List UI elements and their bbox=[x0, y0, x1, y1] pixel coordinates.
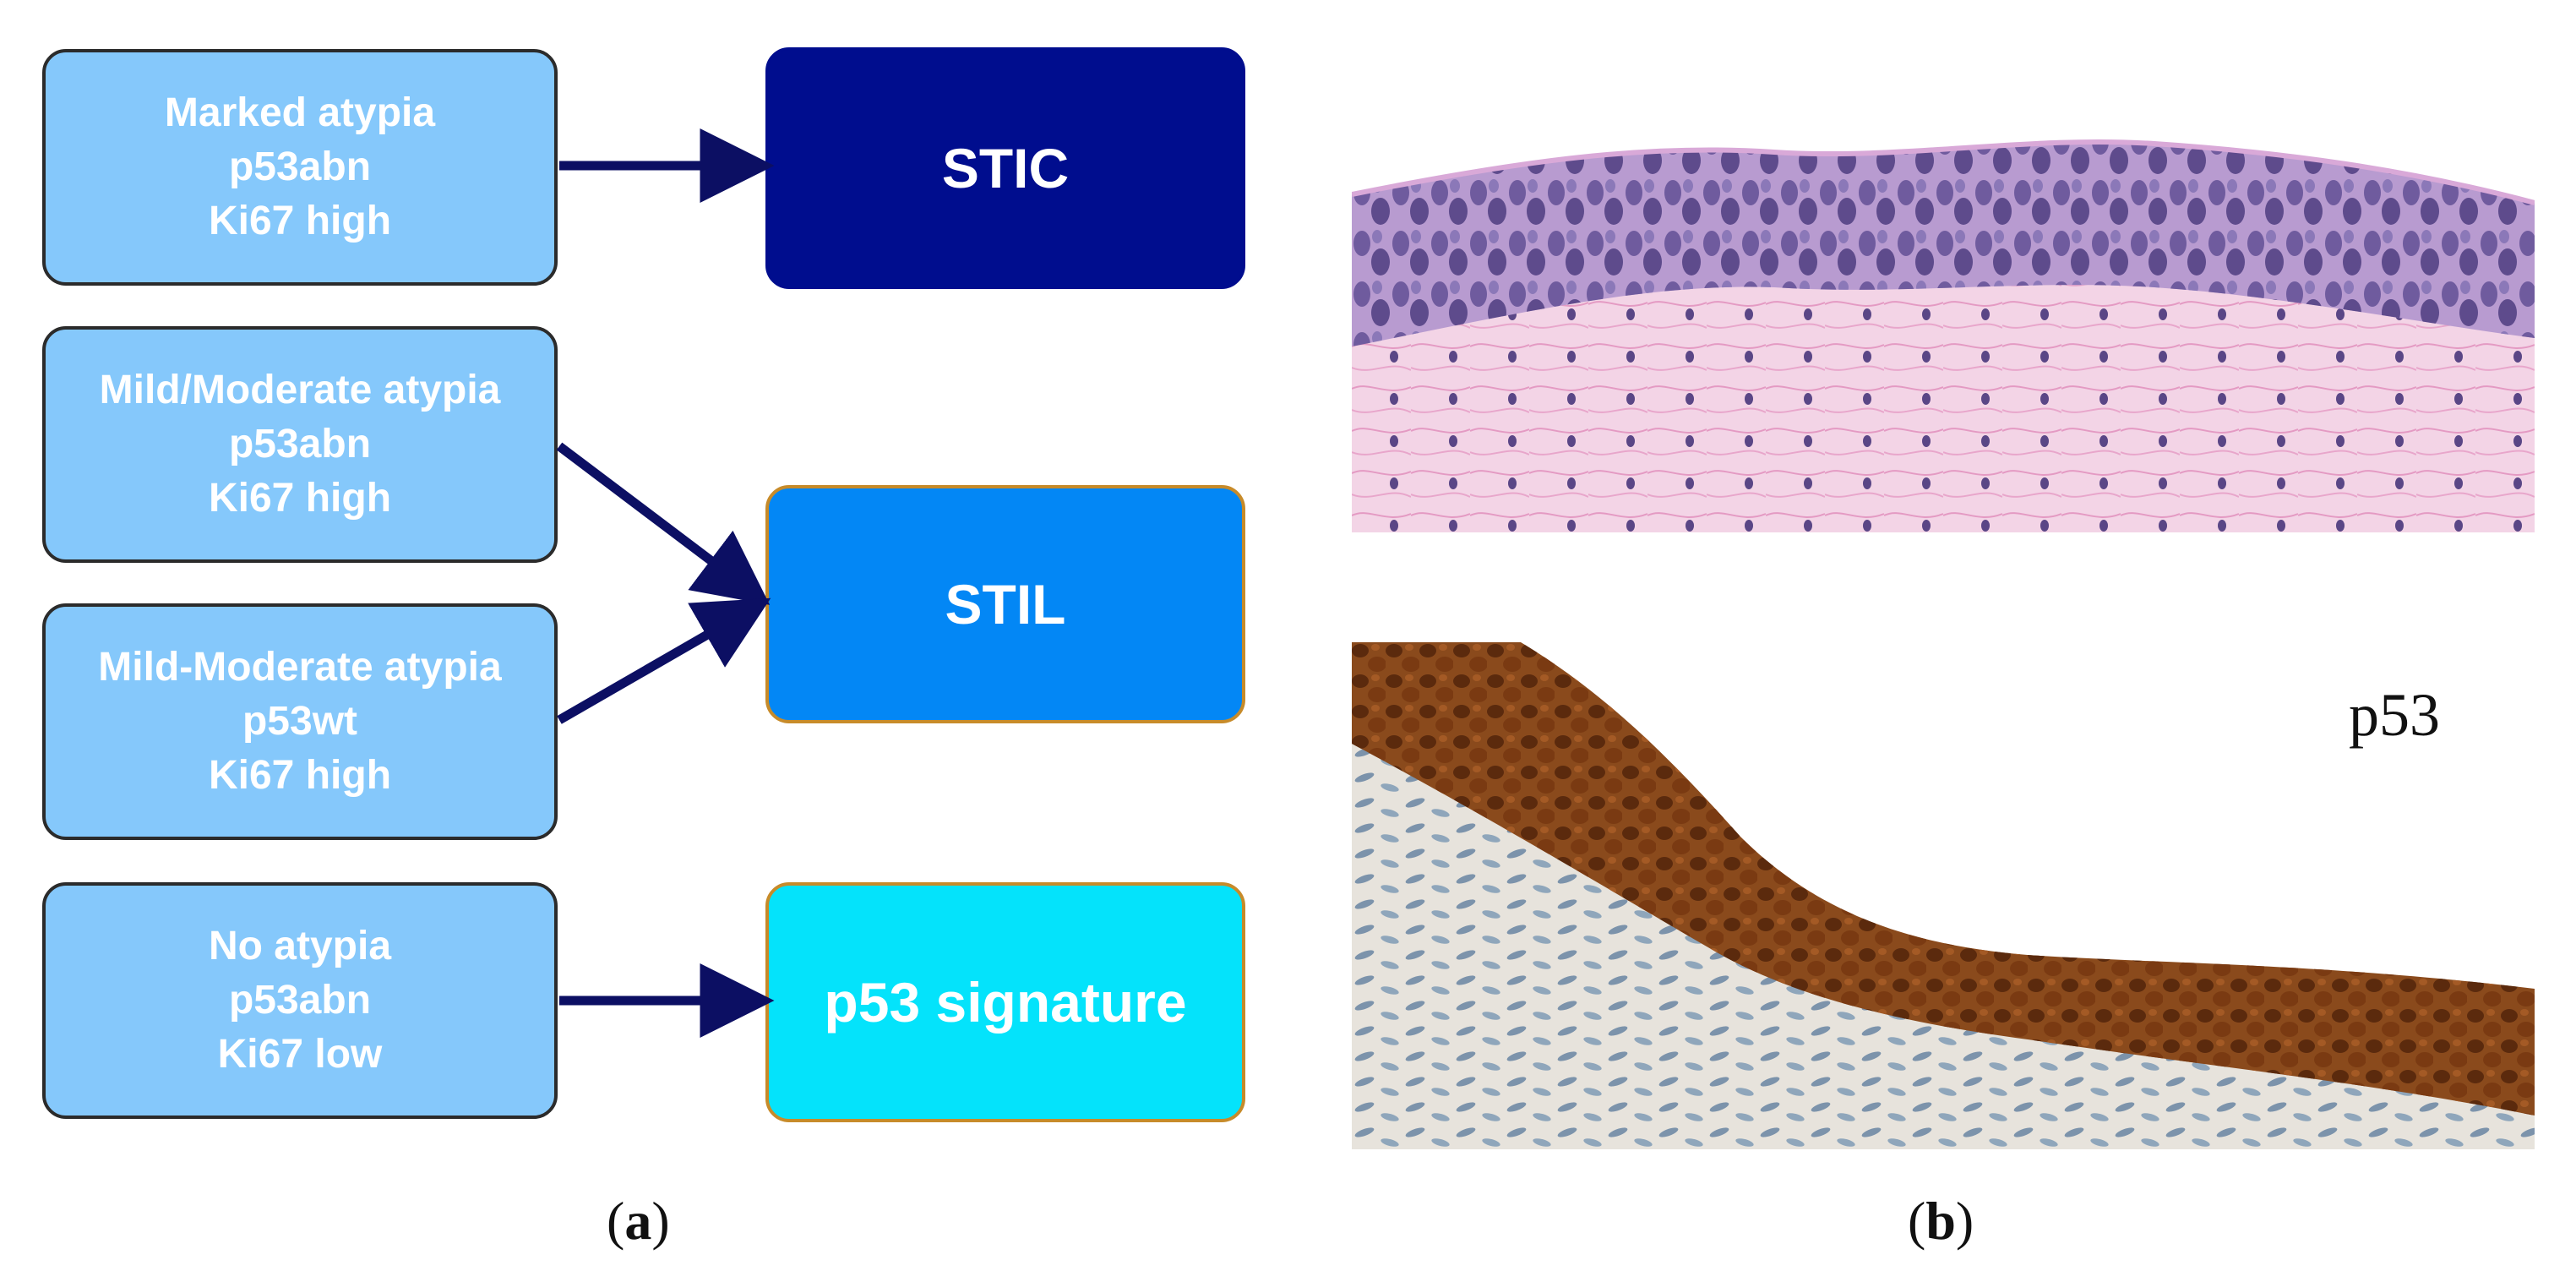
arrow-mild-abn-to-stil bbox=[556, 442, 771, 605]
source-box-mild-moderate-p53wt: Mild-Moderate atypia p53wt Ki67 high bbox=[42, 603, 558, 840]
arrow-mild-wt-to-stil bbox=[557, 597, 771, 724]
target-label-p53-signature: p53 signature bbox=[824, 971, 1187, 1034]
source-line: Ki67 high bbox=[208, 753, 392, 798]
source-box-marked-atypia: Marked atypia p53abn Ki67 high bbox=[42, 49, 558, 286]
he-micrograph-image bbox=[1352, 127, 2535, 532]
target-label-stic: STIC bbox=[941, 137, 1070, 199]
target-box-stil: STIL bbox=[765, 485, 1245, 723]
caption-b: (b) bbox=[1908, 1191, 1974, 1251]
caption-a: (a) bbox=[607, 1191, 670, 1251]
source-line: Mild-Moderate atypia bbox=[98, 645, 502, 690]
arrows-layer bbox=[556, 128, 775, 1038]
source-line: Ki67 high bbox=[208, 199, 392, 243]
target-label-stil: STIL bbox=[945, 573, 1066, 636]
source-box-mild-moderate-p53abn: Mild/Moderate atypia p53abn Ki67 high bbox=[42, 326, 558, 563]
p53-micrograph-image: p53 bbox=[1352, 642, 2535, 1149]
panel-a-diagram: Marked atypia p53abn Ki67 high Mild/Mode… bbox=[0, 0, 1284, 1183]
source-line: p53abn bbox=[228, 978, 372, 1023]
source-line: Ki67 low bbox=[217, 1032, 383, 1077]
source-line: p53abn bbox=[228, 145, 372, 189]
target-box-stic: STIC bbox=[765, 47, 1245, 289]
source-line: Ki67 high bbox=[208, 476, 392, 521]
source-line: Mild/Moderate atypia bbox=[99, 368, 501, 412]
source-line: Marked atypia bbox=[164, 90, 436, 135]
p53-stain-label: p53 bbox=[2349, 681, 2440, 749]
target-box-p53-signature: p53 signature bbox=[765, 882, 1245, 1122]
source-line: p53wt bbox=[242, 699, 358, 744]
source-line: p53abn bbox=[228, 422, 372, 466]
source-line: No atypia bbox=[208, 924, 392, 968]
source-box-no-atypia: No atypia p53abn Ki67 low bbox=[42, 882, 558, 1119]
